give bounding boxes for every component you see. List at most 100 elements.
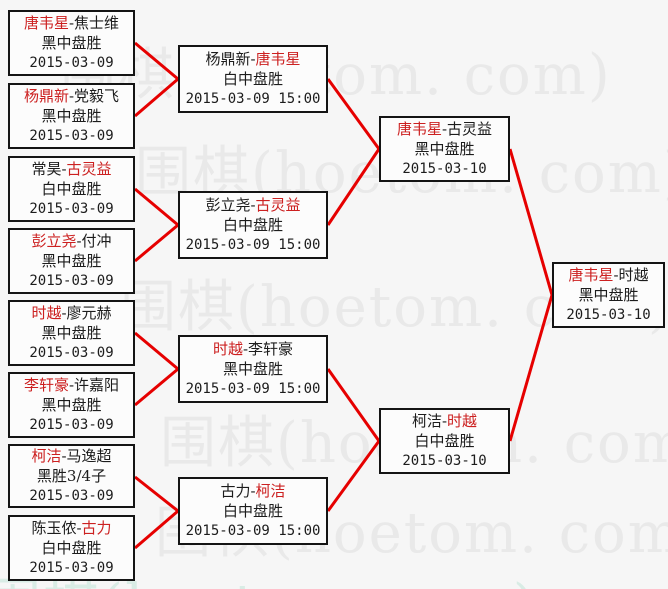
match-result: 黑中盘胜 xyxy=(41,252,102,270)
separator: - xyxy=(250,196,256,214)
match-date: 2015-03-09 xyxy=(29,417,114,433)
match-date: 2015-03-10 xyxy=(402,161,487,177)
match-result: 黑胜3/4子 xyxy=(36,467,107,485)
player-name: 古力 xyxy=(81,519,112,537)
player-name: 古灵益 xyxy=(255,196,301,214)
player-name: 柯洁 xyxy=(255,482,286,500)
match-box-sf-1: 唐韦星-古灵益 黑中盘胜 2015-03-10 xyxy=(379,116,510,182)
match-players: 李轩豪-许嘉阳 xyxy=(24,375,119,395)
player-name: 李轩豪 xyxy=(248,340,294,358)
match-box-r16-3: 常昊-古灵益 白中盘胜 2015-03-09 xyxy=(8,156,135,222)
match-players: 时越-李轩豪 xyxy=(213,339,293,359)
player-name: 党毅飞 xyxy=(74,87,120,105)
player-name: 柯洁 xyxy=(411,412,442,430)
player-name: 廖元赫 xyxy=(66,304,112,322)
separator: - xyxy=(61,304,67,322)
match-players: 古力-柯洁 xyxy=(220,481,285,501)
separator: - xyxy=(250,50,256,68)
separator: - xyxy=(68,376,75,394)
separator: - xyxy=(68,87,75,105)
player-name: 杨鼎新 xyxy=(23,87,69,105)
separator: - xyxy=(613,266,619,284)
match-result: 黑中盘胜 xyxy=(578,286,639,304)
match-box-r16-8: 陈玉侬-古力 白中盘胜 2015-03-09 xyxy=(8,515,135,581)
match-date: 2015-03-09 xyxy=(29,560,114,576)
connector-line xyxy=(326,148,381,226)
player-name: 马逸超 xyxy=(66,447,112,465)
match-players: 唐韦星-古灵益 xyxy=(397,119,492,139)
player-name: 李轩豪 xyxy=(23,376,69,394)
watermark-text: 围棋(hoetom. com) xyxy=(60,43,612,108)
match-date: 2015-03-09 xyxy=(29,488,114,504)
separator: - xyxy=(242,340,249,358)
player-name: 柯洁 xyxy=(31,447,62,465)
match-date: 2015-03-09 15:00 xyxy=(185,381,321,397)
separator: - xyxy=(441,120,448,138)
connector-line xyxy=(134,77,179,118)
player-name: 彭立尧 xyxy=(31,232,77,250)
connector-line xyxy=(508,148,554,296)
match-players: 杨鼎新-唐韦星 xyxy=(205,49,300,69)
match-date: 2015-03-10 xyxy=(402,453,487,469)
match-players: 陈玉侬-古力 xyxy=(31,518,111,538)
match-box-r16-7: 柯洁-马逸超 黑胜3/4子 2015-03-09 xyxy=(8,444,135,508)
match-date: 2015-03-09 xyxy=(29,201,114,217)
separator: - xyxy=(250,482,256,500)
match-box-final: 唐韦星-时越 黑中盘胜 2015-03-10 xyxy=(552,262,665,328)
player-name: 时越 xyxy=(212,340,243,358)
match-box-qf-1: 杨鼎新-唐韦星 白中盘胜 2015-03-09 15:00 xyxy=(178,45,328,113)
match-players: 柯洁-时越 xyxy=(412,411,477,431)
match-result: 白中盘胜 xyxy=(222,70,283,88)
match-result: 白中盘胜 xyxy=(222,502,283,520)
match-result: 黑中盘胜 xyxy=(41,324,102,342)
player-name: 焦士维 xyxy=(74,14,120,32)
match-result: 白中盘胜 xyxy=(414,432,475,450)
separator: - xyxy=(68,14,75,32)
connector-line xyxy=(508,294,554,442)
match-box-r16-4: 彭立尧-付冲 黑中盘胜 2015-03-09 xyxy=(8,228,135,294)
connector-line xyxy=(134,187,179,227)
match-result: 白中盘胜 xyxy=(222,216,283,234)
match-result: 黑中盘胜 xyxy=(41,107,102,125)
match-box-qf-3: 时越-李轩豪 黑中盘胜 2015-03-09 15:00 xyxy=(178,335,328,403)
match-result: 白中盘胜 xyxy=(41,539,102,557)
player-name: 唐韦星 xyxy=(255,50,301,68)
player-name: 唐韦星 xyxy=(396,120,442,138)
connector-line xyxy=(134,475,179,513)
connector-line xyxy=(326,78,381,150)
separator: - xyxy=(76,232,82,250)
match-box-r16-1: 唐韦星-焦士维 黑中盘胜 2015-03-09 xyxy=(8,10,135,76)
match-date: 2015-03-09 xyxy=(29,55,114,71)
match-players: 彭立尧-付冲 xyxy=(31,231,111,251)
separator: - xyxy=(441,412,448,430)
match-date: 2015-03-09 15:00 xyxy=(185,237,321,253)
match-players: 柯洁-马逸超 xyxy=(31,446,111,466)
match-result: 黑中盘胜 xyxy=(414,140,475,158)
player-name: 时越 xyxy=(447,412,478,430)
connector-line xyxy=(326,440,381,512)
match-date: 2015-03-09 15:00 xyxy=(185,523,321,539)
player-name: 古灵益 xyxy=(66,160,112,178)
separator: - xyxy=(61,160,67,178)
connector-line xyxy=(326,368,381,442)
player-name: 古力 xyxy=(220,482,251,500)
match-box-sf-2: 柯洁-时越 白中盘胜 2015-03-10 xyxy=(379,408,510,474)
match-players: 常昊-古灵益 xyxy=(31,159,111,179)
match-players: 唐韦星-时越 xyxy=(568,265,648,285)
player-name: 付冲 xyxy=(81,232,112,250)
match-box-qf-2: 彭立尧-古灵益 白中盘胜 2015-03-09 15:00 xyxy=(178,191,328,259)
match-players: 杨鼎新-党毅飞 xyxy=(24,86,119,106)
player-name: 许嘉阳 xyxy=(74,376,120,394)
match-date: 2015-03-09 xyxy=(29,128,114,144)
player-name: 常昊 xyxy=(31,160,62,178)
match-result: 白中盘胜 xyxy=(41,180,102,198)
player-name: 古灵益 xyxy=(447,120,493,138)
connector-line xyxy=(134,331,179,371)
player-name: 杨鼎新 xyxy=(205,50,251,68)
connector-line xyxy=(134,41,179,81)
match-box-r16-6: 李轩豪-许嘉阳 黑中盘胜 2015-03-09 xyxy=(8,372,135,438)
match-result: 黑中盘胜 xyxy=(41,34,102,52)
match-players: 彭立尧-古灵益 xyxy=(205,195,300,215)
match-date: 2015-03-09 15:00 xyxy=(185,91,321,107)
